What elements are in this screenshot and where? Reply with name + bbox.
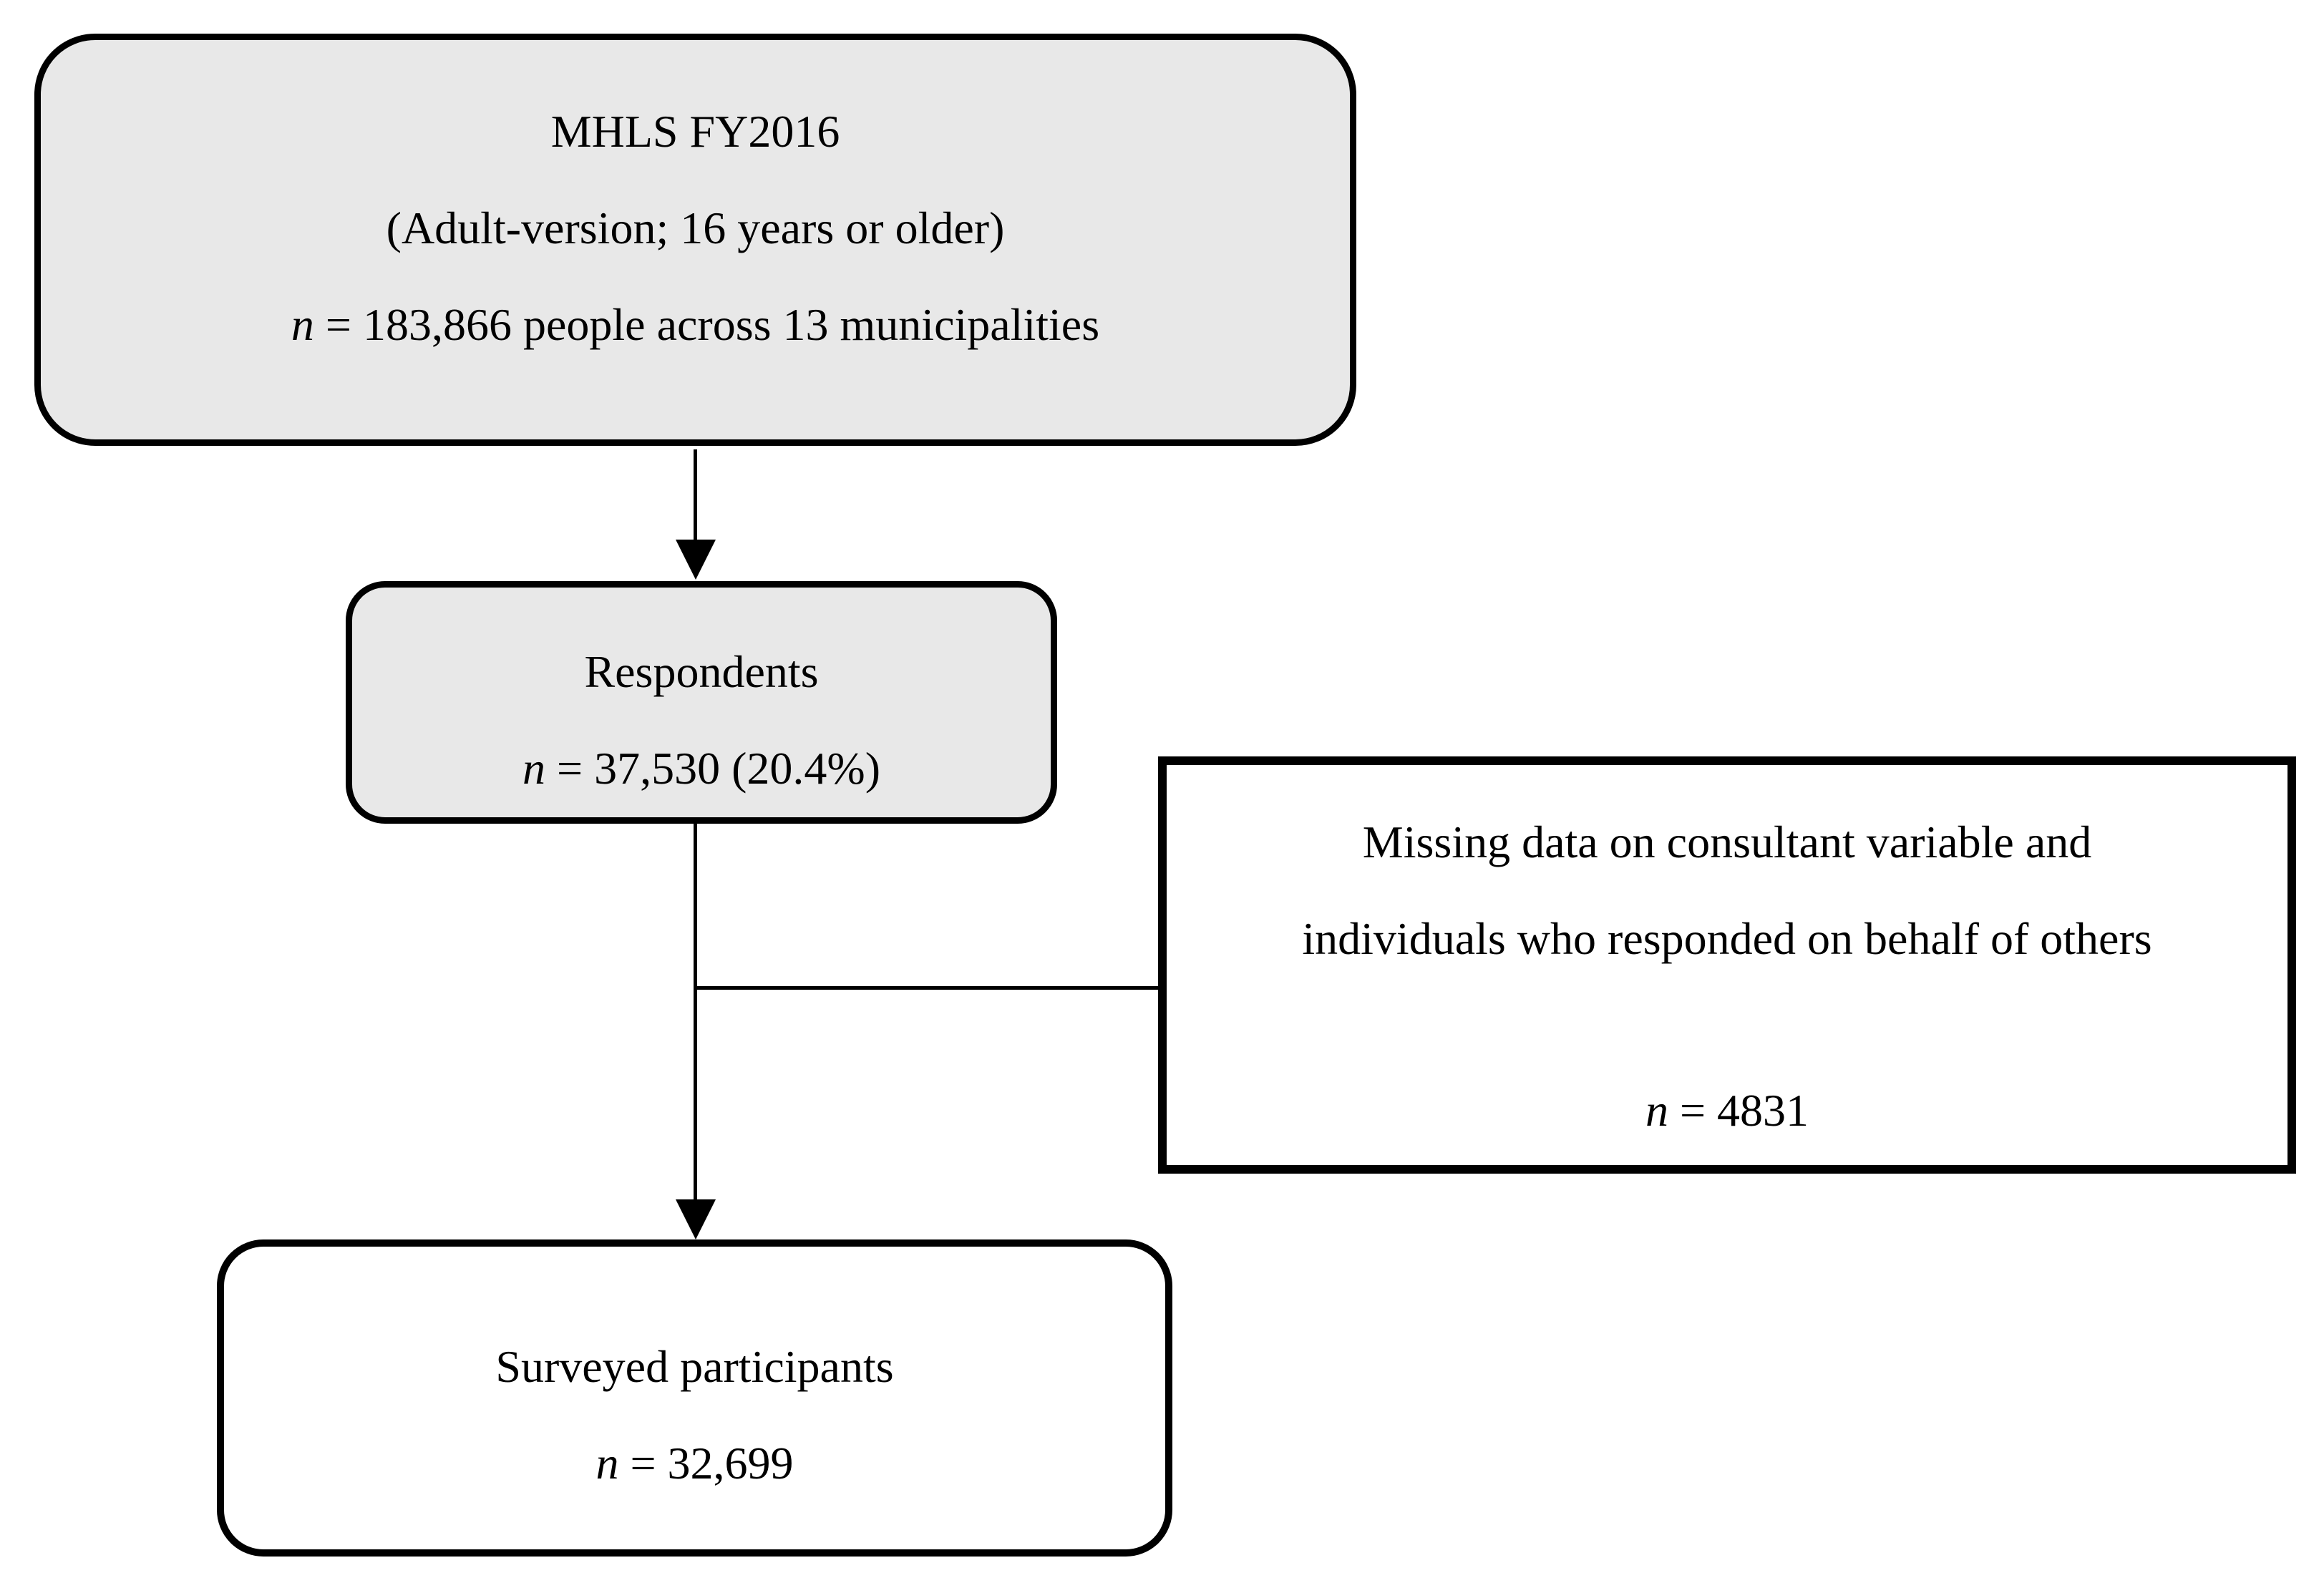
arrowhead-surveyed [676, 1199, 716, 1239]
connector-branch-to-excluded [695, 986, 1159, 990]
source-title: MHLS FY2016 [550, 106, 840, 157]
excluded-sample-size: n = 4831 [1645, 1062, 1809, 1159]
source-subtitle: (Adult-version; 16 years or older) [386, 203, 1005, 253]
surveyed-title: Surveyed participants [495, 1341, 894, 1392]
surveyed-n-value: = 32,699 [618, 1438, 794, 1489]
excluded-reason-line1: Missing data on consultant variable and [1362, 817, 2092, 867]
connector-source-to-respondents [694, 449, 697, 542]
source-n-value: = 183,866 people across 13 municipalitie… [313, 299, 1100, 350]
node-surveyed-participants: Surveyed participants n = 32,699 [217, 1239, 1172, 1557]
connector-respondents-to-surveyed [694, 823, 697, 1202]
respondents-n-symbol: n [522, 743, 545, 794]
surveyed-sample-size: n = 32,699 [595, 1415, 793, 1511]
respondents-sample-size: n = 37,530 (20.4%) [522, 720, 880, 817]
node-source-population: MHLS FY2016 (Adult-version; 16 years or … [34, 34, 1356, 446]
respondents-title: Respondents [584, 646, 819, 697]
respondents-n-value: = 37,530 (20.4%) [545, 743, 881, 794]
source-sample-size: n = 183,866 people across 13 municipalit… [291, 276, 1099, 373]
excluded-n-symbol: n [1645, 1085, 1668, 1136]
node-excluded: Missing data on consultant variable and … [1158, 756, 2296, 1174]
node-respondents: Respondents n = 37,530 (20.4%) [346, 581, 1057, 824]
surveyed-n-symbol: n [595, 1438, 619, 1489]
source-n-symbol: n [291, 299, 314, 350]
arrowhead-respondents [676, 540, 716, 580]
excluded-n-value: = 4831 [1668, 1085, 1809, 1136]
excluded-reason-line2: individuals who responded on behalf of o… [1302, 913, 2152, 964]
